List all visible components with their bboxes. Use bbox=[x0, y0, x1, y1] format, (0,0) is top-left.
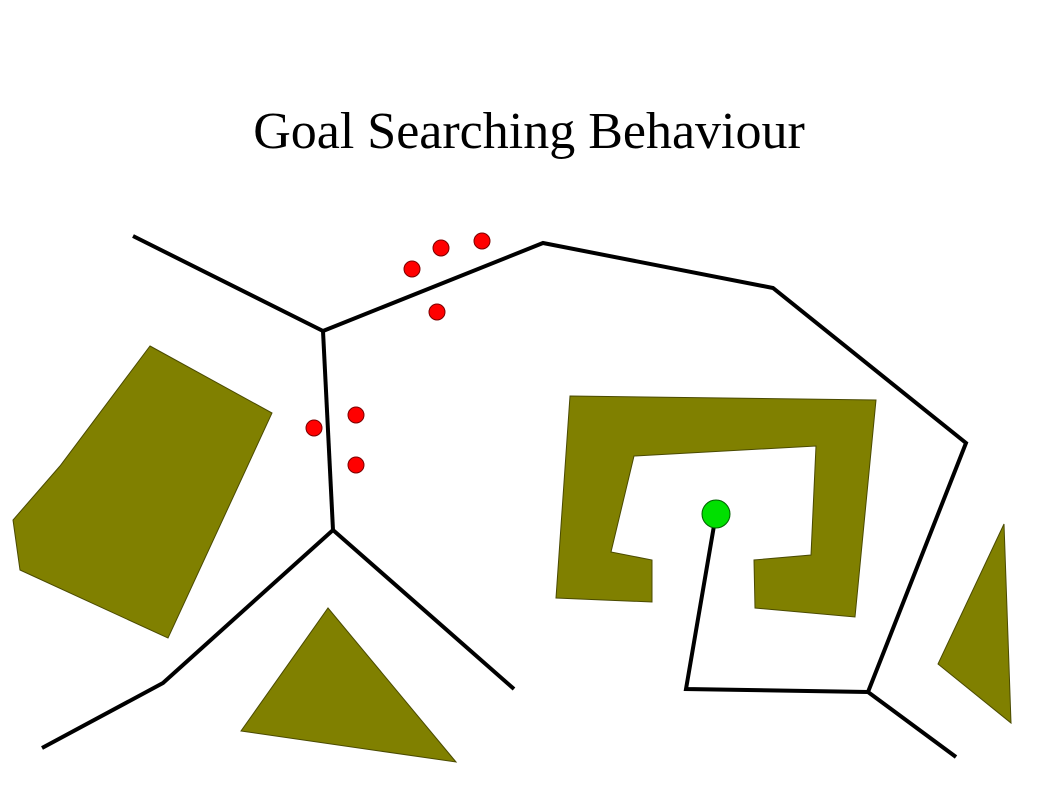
obstacle-right-triangle bbox=[937, 523, 1012, 725]
obstacle-u-shape bbox=[555, 395, 877, 618]
search-point bbox=[428, 303, 446, 321]
search-point bbox=[473, 232, 491, 250]
obstacle-left-quad bbox=[12, 345, 273, 639]
search-point bbox=[432, 239, 450, 257]
path-network bbox=[41, 234, 969, 759]
search-point bbox=[347, 456, 365, 474]
slide-title: Goal Searching Behaviour bbox=[253, 103, 805, 160]
obstacles bbox=[12, 345, 1012, 763]
search-point bbox=[403, 260, 421, 278]
search-point bbox=[347, 406, 365, 424]
search-points bbox=[305, 232, 491, 474]
search-point bbox=[305, 419, 323, 437]
robot-marker bbox=[701, 499, 731, 529]
path-top-left bbox=[132, 234, 324, 333]
obstacle-bottom-triangle bbox=[240, 607, 458, 763]
path-bottom-left bbox=[41, 527, 516, 750]
path-robot-trail bbox=[683, 513, 958, 759]
path-top bbox=[322, 240, 969, 693]
path-vertical bbox=[321, 330, 335, 531]
